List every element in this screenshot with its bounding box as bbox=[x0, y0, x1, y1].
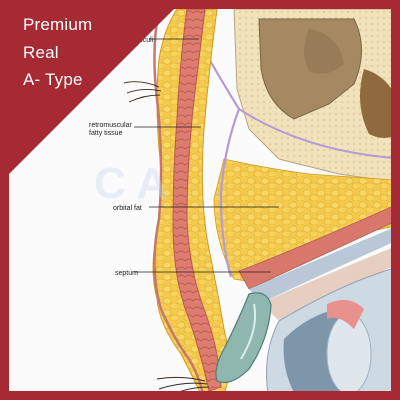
skin-surface bbox=[153, 9, 204, 391]
premium-badge-banner bbox=[9, 9, 174, 174]
sinus-shadow bbox=[304, 29, 344, 74]
periosteum-line bbox=[238, 108, 391, 159]
badge-line-1: Premium bbox=[23, 15, 93, 34]
deep-cavity bbox=[360, 69, 391, 138]
lens bbox=[326, 313, 372, 391]
badge-line-3: A- Type bbox=[23, 70, 83, 89]
eyelashes-brow bbox=[123, 81, 162, 103]
label-orbital-fat: orbital fat bbox=[113, 205, 142, 212]
tarsal-plate bbox=[215, 292, 272, 384]
conjunctiva-layer bbox=[249, 228, 391, 303]
muller-tissue bbox=[261, 248, 391, 321]
watermark-logo: C A bbox=[94, 159, 169, 208]
label-retromuscular-1: retromuscular bbox=[89, 122, 132, 129]
badge-line-2: Real bbox=[23, 43, 59, 62]
levator-muscle bbox=[238, 206, 391, 290]
eyelashes-lower bbox=[156, 376, 210, 391]
label-retromuscular-2: fatty tissue bbox=[89, 130, 123, 137]
ciliary-body bbox=[327, 300, 364, 329]
septum-membrane bbox=[183, 13, 241, 278]
eyelid-anatomy-diagram: orbicularis oculi retromuscular fatty ti… bbox=[9, 9, 391, 391]
label-septum: septum bbox=[115, 270, 138, 277]
meibomian-gland bbox=[240, 303, 257, 360]
subcutaneous-fat bbox=[152, 9, 230, 391]
